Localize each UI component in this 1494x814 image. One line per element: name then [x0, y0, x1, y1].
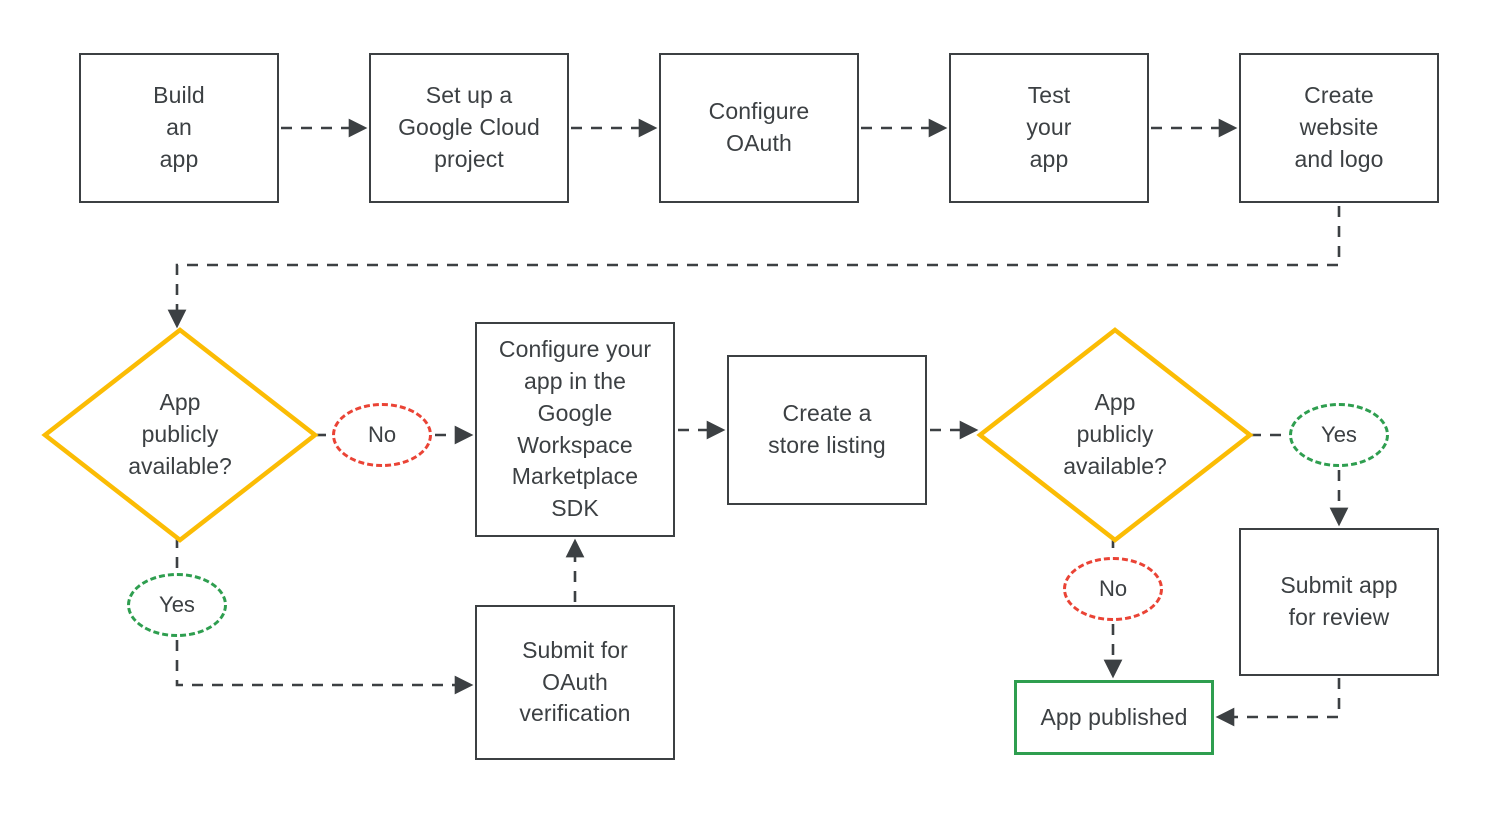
edge-review-to-published [1215, 678, 1341, 727]
decision-app-publicly-available-1 [41, 327, 319, 543]
node-app-published[interactable]: App published [1014, 680, 1214, 755]
edge-label-yes-decision2: Yes [1289, 403, 1389, 467]
edge-website-to-decision1 [167, 206, 1341, 329]
node-label: Submit for OAuth verification [519, 636, 631, 727]
node-configure-oauth[interactable]: Configure OAuth [659, 53, 859, 203]
node-create-website-and-logo[interactable]: Create website and logo [1239, 53, 1439, 203]
edge-label-no-decision1: No [332, 403, 432, 467]
node-label: App published [1040, 703, 1188, 730]
edge-label-text: No [1098, 576, 1128, 601]
edge-label-text: No [367, 422, 397, 447]
edge-label-text: Yes [159, 592, 195, 617]
node-build-an-app[interactable]: Build an app [79, 53, 279, 203]
decision-app-publicly-available-2 [976, 327, 1254, 543]
node-test-your-app[interactable]: Test your app [949, 53, 1149, 203]
node-submit-for-oauth-verification[interactable]: Submit for OAuth verification [475, 605, 675, 760]
edge-decision1-yes-to-oauth-verification [175, 640, 474, 695]
edge-label-text: Yes [1321, 422, 1357, 447]
node-label: Configure OAuth [708, 98, 810, 156]
node-label: Create website and logo [1294, 82, 1384, 172]
node-label: Build an app [153, 82, 205, 172]
node-submit-app-for-review[interactable]: Submit app for review [1239, 528, 1439, 676]
edge-label-no-decision2: No [1063, 557, 1163, 621]
node-label: Set up a Google Cloud project [398, 82, 540, 172]
node-label: Test your app [1026, 82, 1072, 172]
node-configure-app-in-google-workspace-marketplace-sdk[interactable]: Configure your app in the Google Workspa… [475, 322, 675, 537]
edge-label-yes-decision1: Yes [127, 573, 227, 637]
node-set-up-google-cloud-project[interactable]: Set up a Google Cloud project [369, 53, 569, 203]
node-label: Submit app for review [1280, 572, 1398, 630]
node-label: Create a store listing [768, 400, 886, 458]
node-label: Configure your app in the Google Workspa… [498, 336, 652, 521]
node-create-a-store-listing[interactable]: Create a store listing [727, 355, 927, 505]
